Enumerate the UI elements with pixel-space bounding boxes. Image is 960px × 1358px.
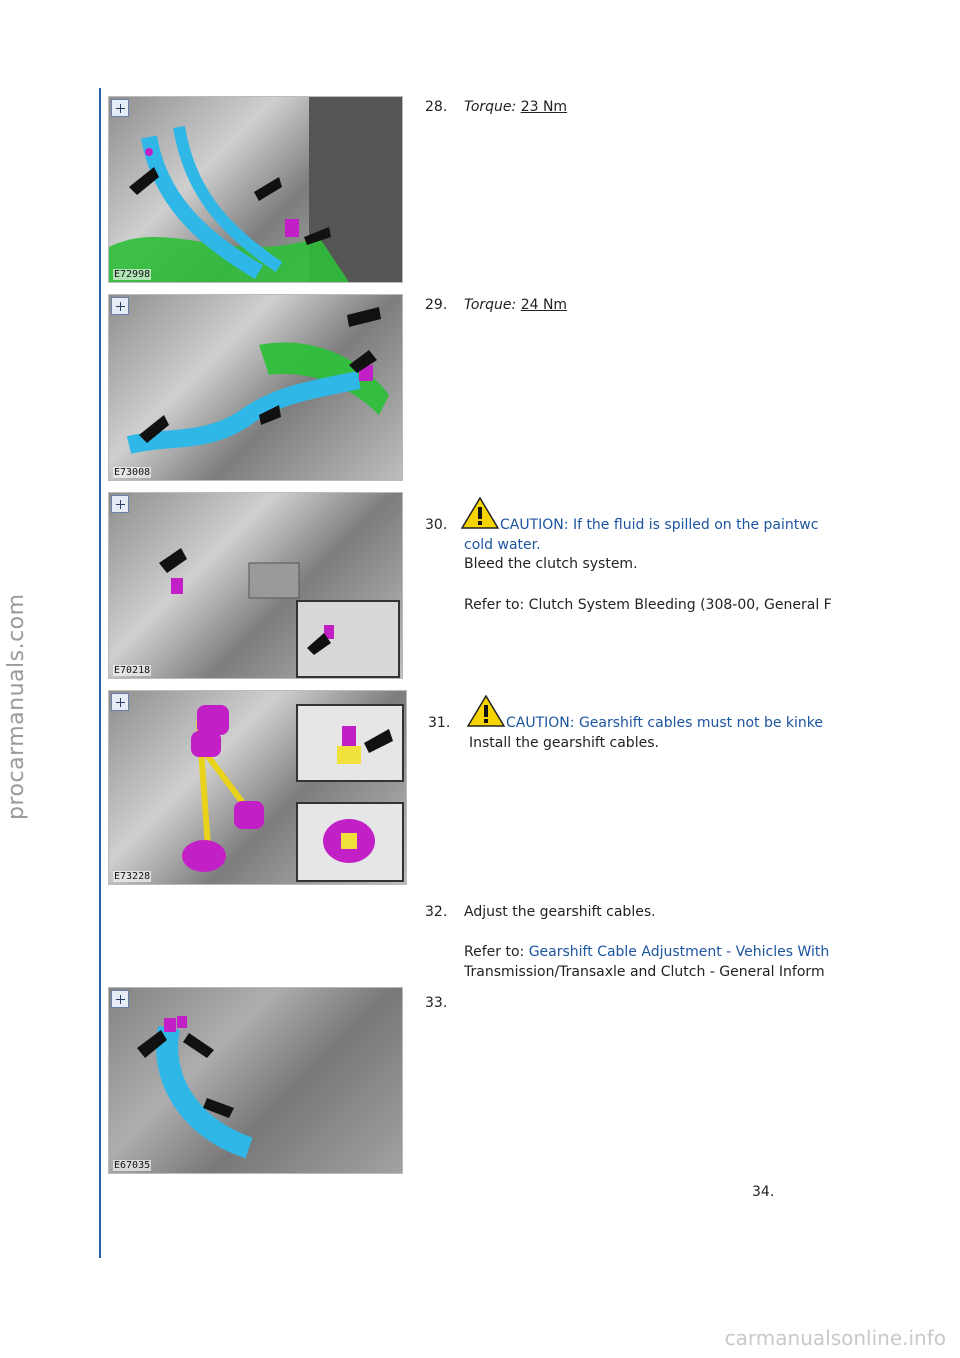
- zoom-icon[interactable]: [111, 990, 129, 1008]
- step-number: 30.: [425, 517, 448, 533]
- zoom-icon[interactable]: [111, 99, 129, 117]
- figure-step-29: E73008: [108, 294, 403, 481]
- torque-spec: Torque: 24 Nm: [464, 297, 864, 313]
- step-number: 33.: [425, 995, 448, 1011]
- step-number: 34.: [752, 1184, 775, 1200]
- step-number: 31.: [428, 715, 451, 731]
- figure-id: E73228: [113, 871, 152, 882]
- zoom-icon[interactable]: [111, 693, 129, 711]
- figure-step-33: E67035: [108, 987, 403, 1174]
- torque-label: Torque:: [464, 297, 517, 313]
- figure-id: E73008: [113, 467, 152, 478]
- step-number: 32.: [425, 904, 448, 920]
- caution-text-continued: cold water.: [464, 537, 541, 553]
- caution-text: CAUTION: If the fluid is spilled on the …: [500, 517, 819, 533]
- warning-icon: [461, 497, 499, 529]
- side-watermark: procarmanuals.com: [4, 593, 29, 820]
- reference-link[interactable]: Gearshift Cable Adjustment - Vehicles Wi…: [528, 944, 830, 960]
- reference-text-continued: Transmission/Transaxle and Clutch - Gene…: [464, 964, 825, 980]
- zoom-icon[interactable]: [111, 495, 129, 513]
- reference-text: Refer to: Clutch System Bleeding (308-00…: [464, 597, 832, 613]
- figure-id: E70218: [113, 665, 152, 676]
- zoom-icon[interactable]: [111, 297, 129, 315]
- figure-step-28: E72998: [108, 96, 403, 283]
- footer-watermark: carmanualsonline.info: [724, 1326, 946, 1350]
- left-margin-rule: [99, 88, 101, 1258]
- reference-text: Refer to: Gearshift Cable Adjustment - V…: [464, 944, 868, 960]
- reference-prefix: Refer to:: [464, 944, 525, 960]
- torque-value: 23 Nm: [520, 99, 568, 115]
- instruction-text: Adjust the gearshift cables.: [464, 904, 656, 920]
- step-number: 28.: [425, 99, 448, 115]
- figure-step-30: E70218: [108, 492, 403, 679]
- torque-spec: Torque: 23 Nm: [464, 99, 864, 115]
- figure-id: E67035: [113, 1160, 152, 1171]
- figure-step-31: E73228: [108, 690, 407, 885]
- instruction-text: Install the gearshift cables.: [469, 735, 659, 751]
- torque-label: Torque:: [464, 99, 517, 115]
- warning-icon: [467, 695, 505, 727]
- torque-value: 24 Nm: [520, 297, 568, 313]
- figure-id: E72998: [113, 269, 152, 280]
- caution-text: CAUTION: Gearshift cables must not be ki…: [506, 715, 823, 731]
- instruction-text: Bleed the clutch system.: [464, 556, 638, 572]
- step-number: 29.: [425, 297, 448, 313]
